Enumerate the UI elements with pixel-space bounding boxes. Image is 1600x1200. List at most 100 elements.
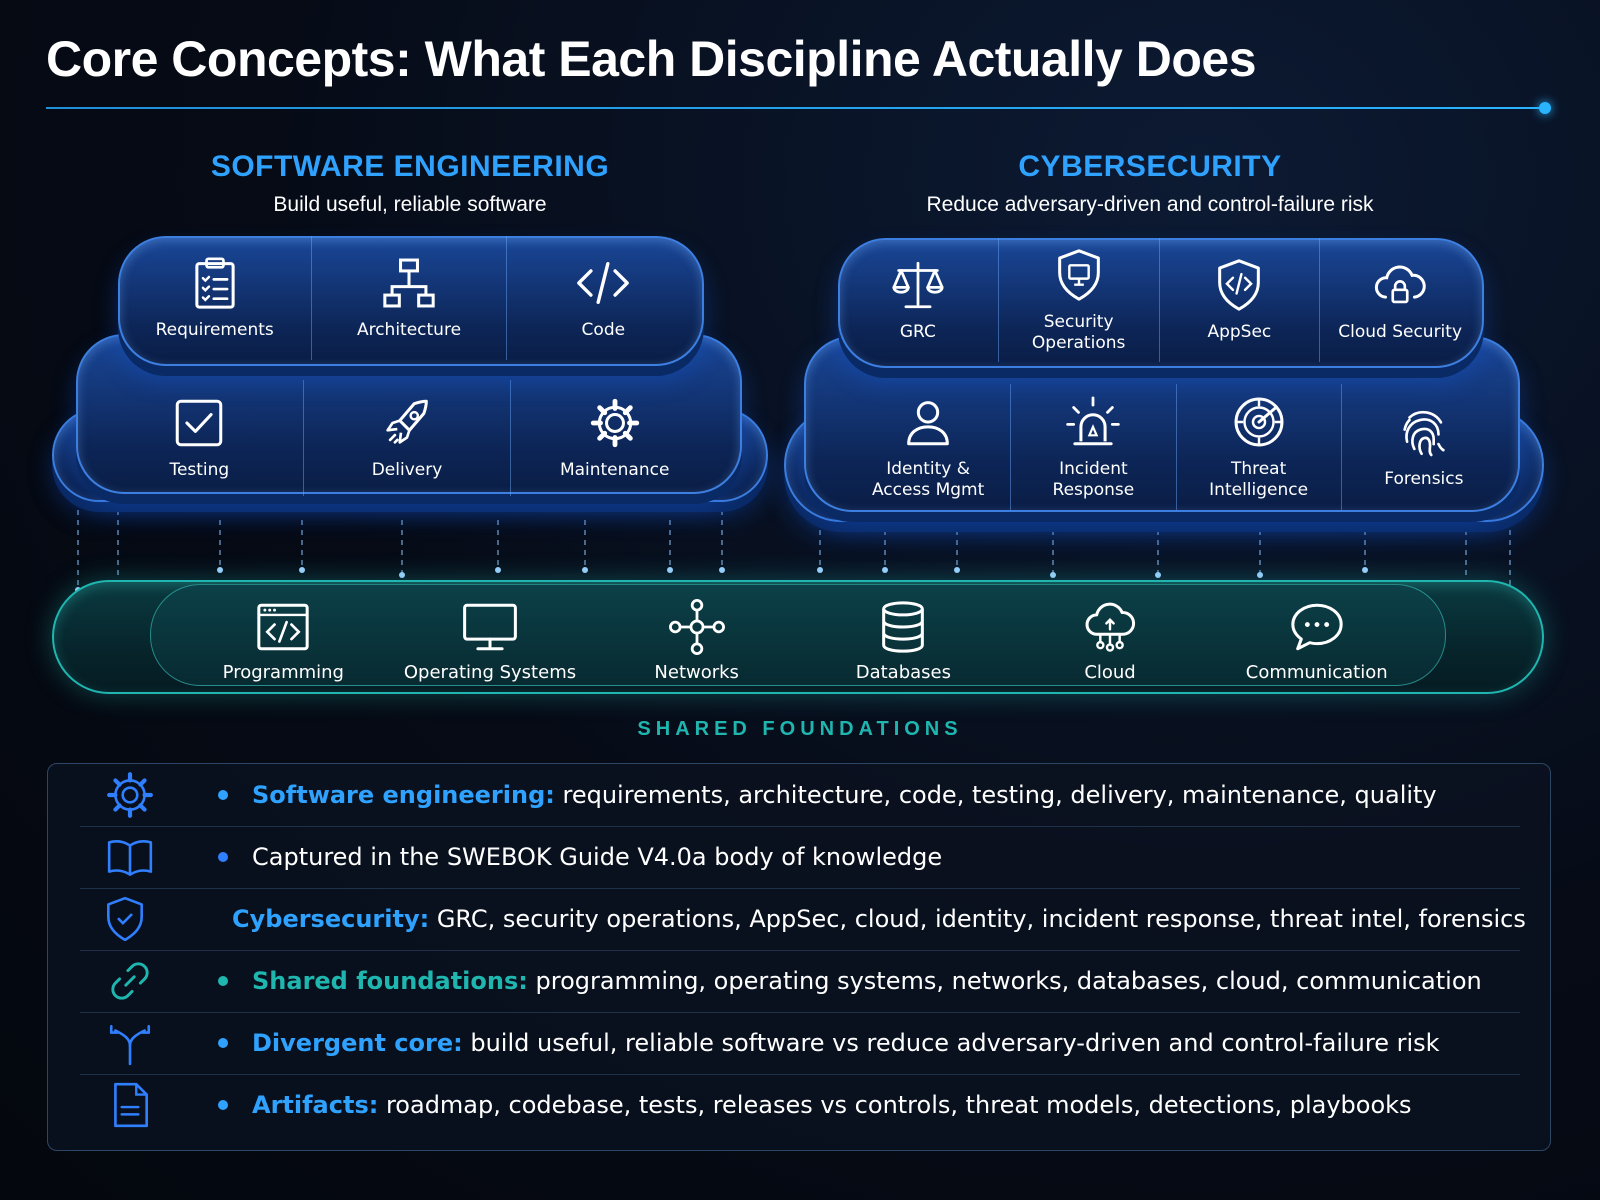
- tile-label: Delivery: [371, 460, 443, 481]
- summary-text: Shared foundations: programming, operati…: [252, 967, 1482, 995]
- summary-keyword: Shared foundations:: [252, 967, 528, 995]
- summary-icon: [100, 894, 150, 944]
- cloud-lock-icon: [1375, 265, 1426, 304]
- page-title: Core Concepts: What Each Discipline Actu…: [46, 31, 1257, 87]
- summary-icon: [100, 770, 160, 820]
- tile-label: Testing: [169, 460, 230, 481]
- tile-label: GRC: [899, 322, 936, 343]
- summary-text: Artifacts: roadmap, codebase, tests, rel…: [252, 1091, 1412, 1119]
- summary-text: Software engineering: requirements, arch…: [252, 781, 1437, 809]
- bullet: [218, 852, 228, 862]
- bullet: [218, 976, 228, 986]
- database-icon: [882, 600, 925, 653]
- gear-icon: [107, 772, 153, 818]
- tile-grc[interactable]: GRC: [838, 238, 998, 362]
- foundation-operating-systems[interactable]: Operating Systems: [387, 592, 594, 688]
- label-line-1: Forensics: [1384, 469, 1464, 490]
- bullet: [218, 790, 228, 800]
- summary-text: Captured in the SWEBOK Guide V4.0a body …: [252, 843, 942, 871]
- summary-row-swebok: Captured in the SWEBOK Guide V4.0a body …: [80, 826, 1520, 889]
- shared-foundations-inner-ring: [150, 584, 1446, 686]
- label-line-1: Identity &: [886, 458, 971, 479]
- tile-appsec[interactable]: AppSec: [1158, 238, 1320, 362]
- fingerprint-icon: [1403, 411, 1445, 457]
- tile-label: Architecture: [356, 320, 462, 341]
- checkbox-icon: [176, 400, 223, 447]
- tile-architecture[interactable]: Architecture: [311, 236, 505, 360]
- software-engineering-heading: SOFTWARE ENGINEERING: [210, 150, 610, 183]
- summary-detail: roadmap, codebase, tests, releases vs co…: [378, 1091, 1412, 1119]
- summary-detail: Captured in the SWEBOK Guide V4.0a body …: [252, 843, 943, 871]
- foundation-networks[interactable]: Networks: [593, 592, 800, 688]
- cyber-top-tier: [838, 238, 1484, 368]
- se-top-tiles: Requirements Architecture Code: [118, 236, 700, 360]
- label-line-1: Threat: [1230, 458, 1287, 479]
- tile-cloud-security[interactable]: Cloud Security: [1319, 238, 1480, 362]
- tile-maintenance[interactable]: Maintenance: [510, 380, 718, 496]
- user-icon: [907, 400, 949, 446]
- summary-icon: [100, 1018, 160, 1068]
- tile-label: Security Operations: [1031, 311, 1126, 353]
- summary-row-software-engineering: Software engineering: requirements, arch…: [80, 764, 1520, 827]
- foundation-label: Programming: [222, 661, 344, 683]
- foundation-programming[interactable]: Programming: [180, 592, 387, 688]
- summary-icon: [100, 1080, 160, 1130]
- summary-detail: requirements, architecture, code, testin…: [554, 781, 1437, 809]
- tile-label: Code: [581, 320, 626, 341]
- summary-row-divergent-core: Divergent core: build useful, reliable s…: [80, 1012, 1520, 1075]
- tile-forensics[interactable]: Forensics: [1340, 384, 1506, 510]
- label-line-2: Intelligence: [1209, 480, 1309, 500]
- summary-keyword: Divergent core:: [252, 1029, 463, 1057]
- software-engineering-subtitle: Build useful, reliable software: [273, 193, 547, 216]
- diverge-arrows-icon: [109, 1025, 151, 1066]
- tile-requirements[interactable]: Requirements: [118, 236, 311, 360]
- hierarchy-icon: [383, 258, 435, 308]
- foundation-label: Communication: [1245, 661, 1388, 683]
- cybersecurity-subtitle: Reduce adversary-driven and control-fail…: [926, 193, 1374, 216]
- label-line-2: Response: [1052, 480, 1135, 500]
- foundation-databases[interactable]: Databases: [800, 592, 1007, 688]
- title-underline-dot: [1539, 102, 1551, 114]
- label-line-1: Incident: [1059, 458, 1128, 479]
- cloud-network-icon: [1085, 602, 1136, 652]
- tile-code[interactable]: Code: [505, 236, 700, 360]
- monitor-icon: [463, 603, 517, 650]
- scales-icon: [892, 262, 944, 309]
- foundation-communication[interactable]: Communication: [1213, 592, 1420, 688]
- foundation-label: Cloud: [1084, 661, 1136, 683]
- summary-keyword: Cybersecurity:: [232, 905, 430, 933]
- summary-detail: build useful, reliable software vs reduc…: [462, 1029, 1440, 1057]
- gear-icon: [590, 399, 639, 448]
- se-top-tier: [118, 236, 704, 366]
- foundation-label: Networks: [654, 661, 739, 683]
- shield-check-icon: [107, 896, 143, 942]
- tile-label: Cloud Security: [1338, 322, 1463, 343]
- clipboard-checklist-icon: [195, 257, 235, 310]
- title-underline: [46, 107, 1546, 109]
- shared-foundations-items: Programming Operating Systems Networks D…: [180, 592, 1420, 688]
- foundation-label: Operating Systems: [403, 661, 577, 683]
- tile-testing[interactable]: Testing: [96, 380, 303, 496]
- tile-label: Forensics: [1384, 469, 1463, 490]
- tile-security-operations[interactable]: Security Operations: [997, 238, 1159, 362]
- rocket-icon: [386, 400, 428, 445]
- tile-identity-access-mgmt[interactable]: Identity &Access Mgmt: [846, 384, 1010, 510]
- cybersecurity-heading: CYBERSECURITY: [1018, 150, 1282, 183]
- shield-code-icon: [1218, 259, 1261, 312]
- tile-delivery[interactable]: Delivery: [302, 380, 511, 496]
- summary-row-cybersecurity: Cybersecurity: GRC, security operations,…: [80, 888, 1526, 951]
- tile-label: Requirements: [155, 320, 274, 341]
- foundation-cloud[interactable]: Cloud: [1007, 592, 1214, 688]
- network-nodes-icon: [668, 598, 725, 655]
- connector-lines: [75, 500, 1513, 593]
- summary-text: Divergent core: build useful, reliable s…: [252, 1029, 1440, 1057]
- shield-monitor-icon: [1057, 249, 1100, 301]
- alarm-icon: [1066, 396, 1121, 446]
- summary-keyword: Artifacts:: [252, 1091, 379, 1119]
- summary-text: Cybersecurity: GRC, security operations,…: [232, 905, 1526, 933]
